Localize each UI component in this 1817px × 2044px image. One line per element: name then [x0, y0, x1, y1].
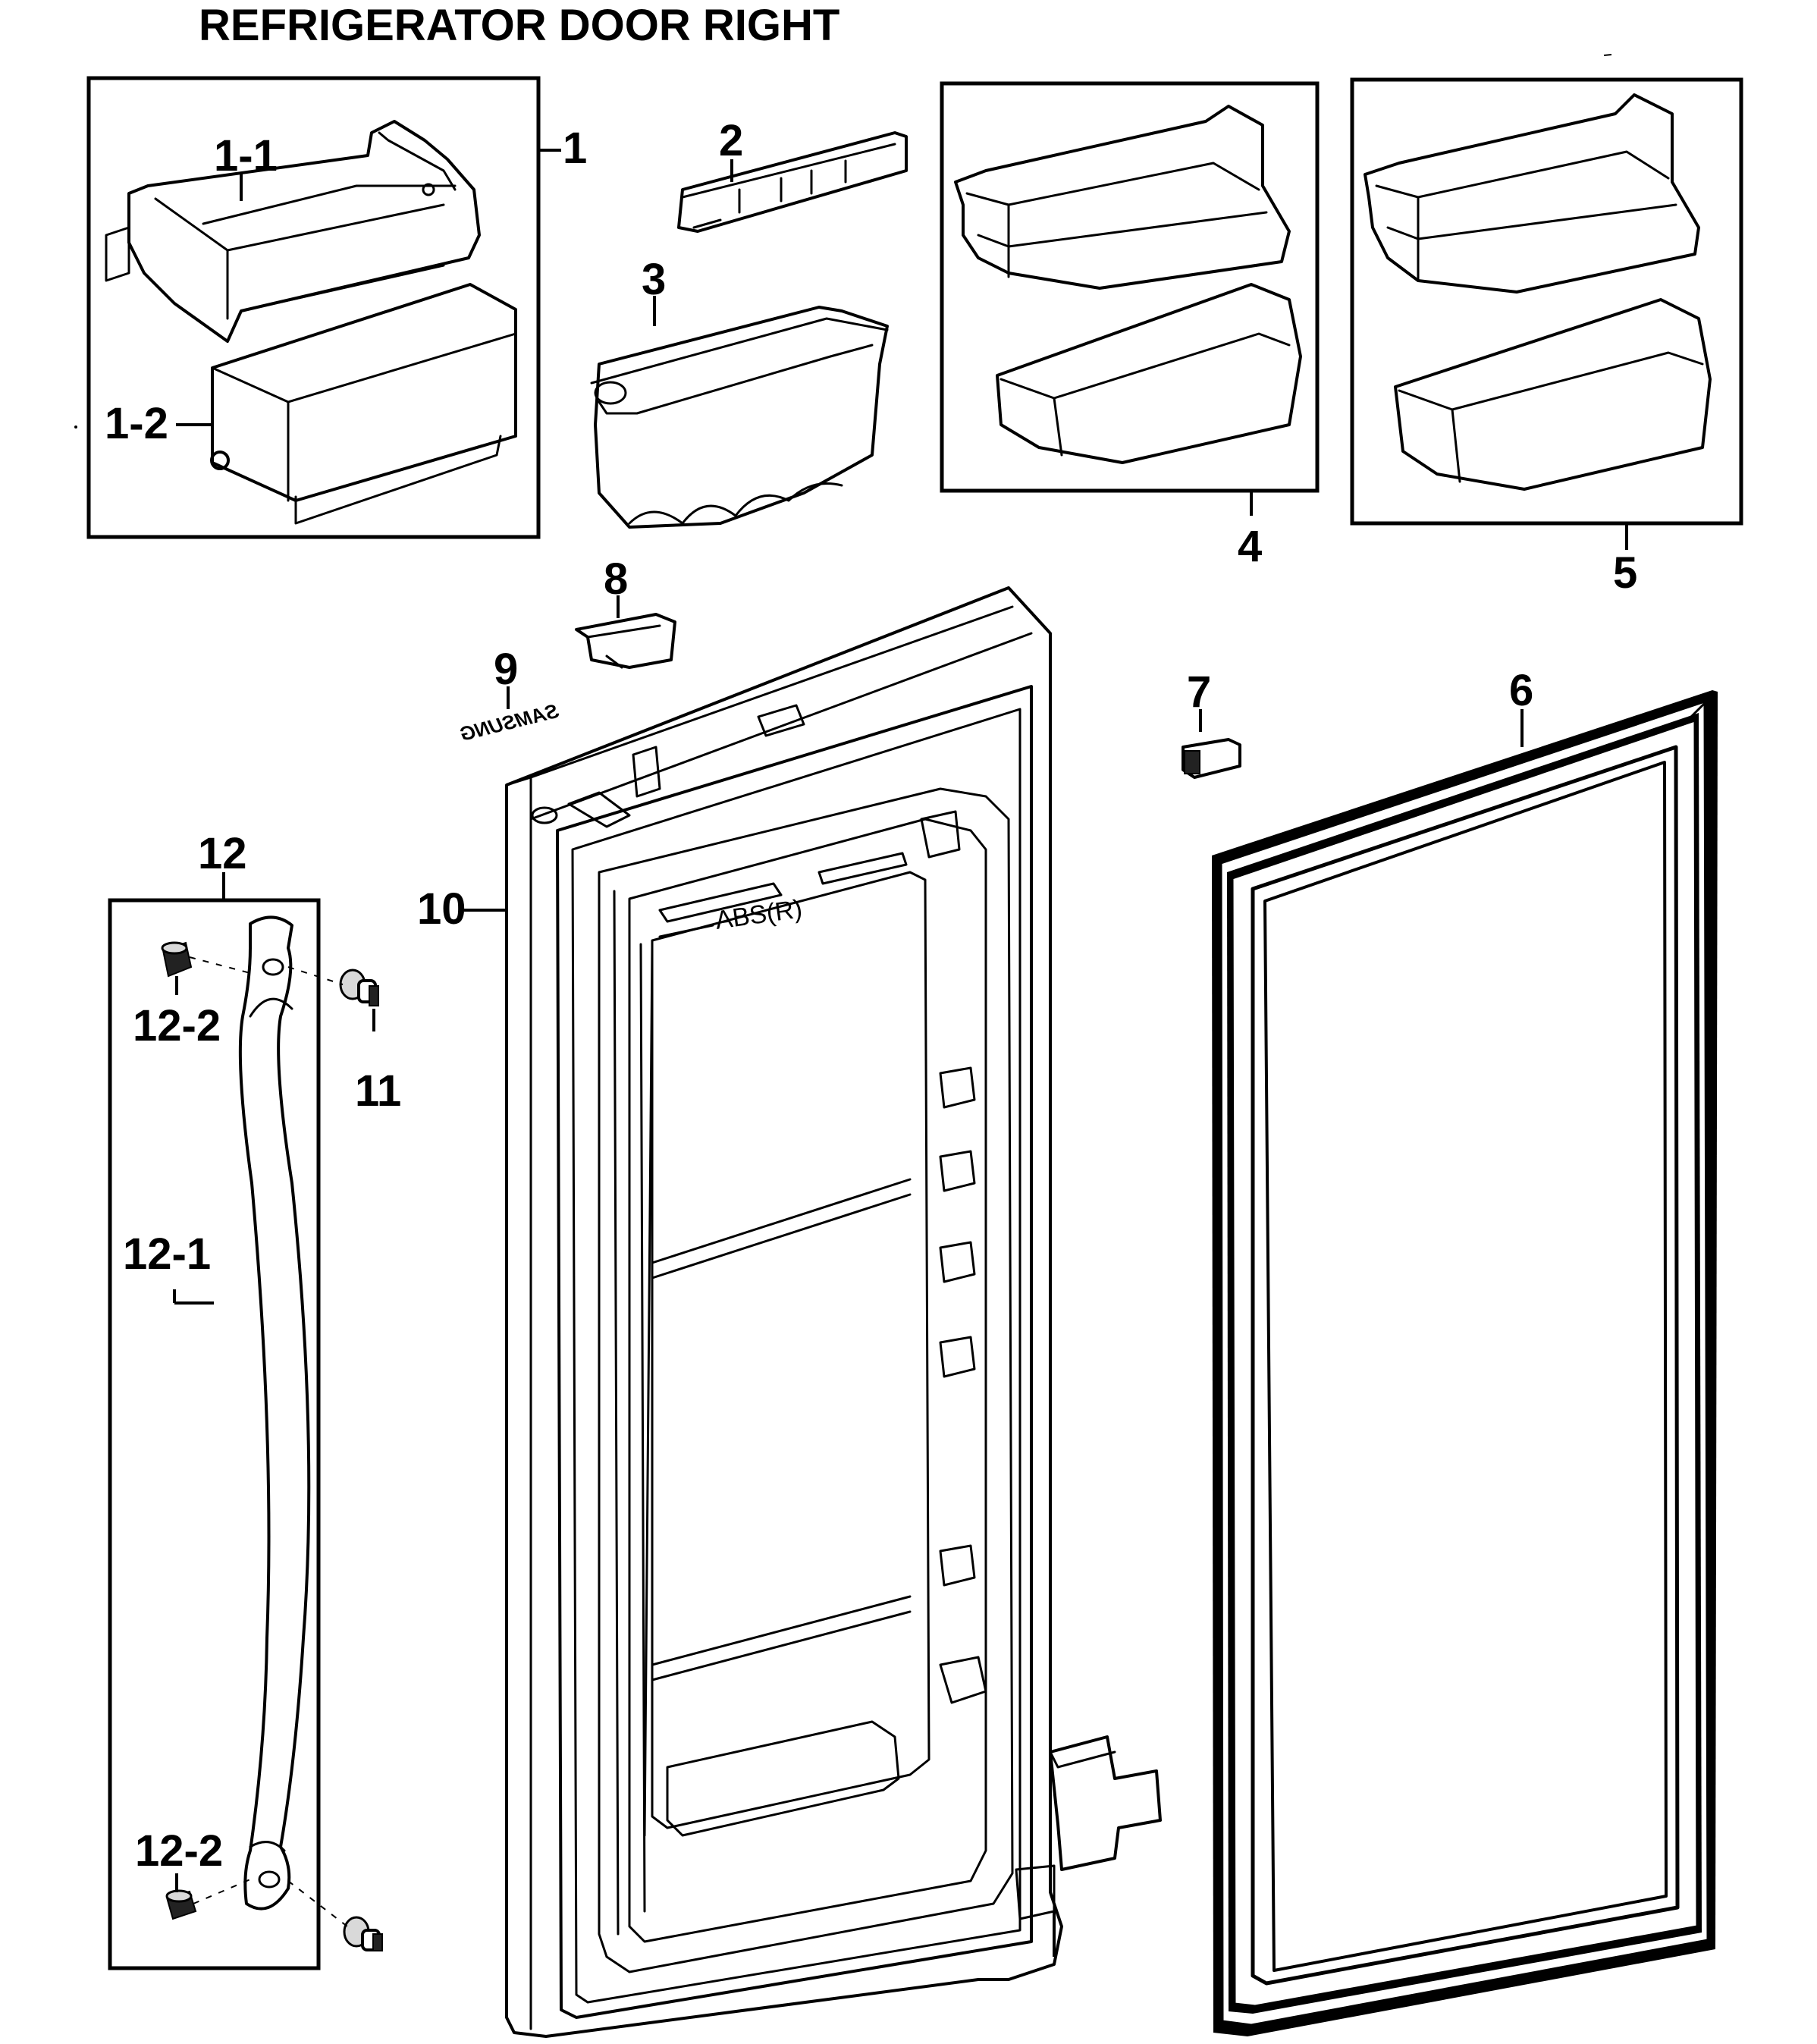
box-part-12	[108, 898, 321, 1970]
callout-12-2-bottom: 12-2	[135, 1826, 223, 1876]
box-part-1	[86, 76, 541, 539]
callout-12-1: 12-1	[123, 1229, 211, 1279]
part-1-1-bin	[105, 120, 481, 343]
part-12-2-screw-bottom	[165, 1889, 197, 1920]
callout-4: 4	[1238, 522, 1262, 571]
part-1-2-cover	[210, 283, 517, 525]
part-8-bracket	[575, 613, 676, 669]
callout-7: 7	[1187, 667, 1211, 717]
callout-2: 2	[719, 116, 743, 165]
part-10-door: ABS(R)	[505, 586, 1162, 2038]
callout-8: 8	[604, 554, 628, 604]
callout-6: 6	[1509, 666, 1533, 715]
callout-3: 3	[642, 255, 666, 304]
callout-1-1: 1-1	[214, 131, 278, 181]
part-3-bin	[590, 306, 889, 529]
callout-10: 10	[417, 884, 466, 934]
part-11-spacer-bottom	[343, 1916, 383, 1951]
part-12-1-handle	[238, 915, 311, 1911]
callout-1-2: 1-2	[105, 399, 168, 448]
callout-12-2-top: 12-2	[133, 1001, 221, 1050]
part-7-button	[1182, 738, 1241, 779]
part-5-guard	[1364, 93, 1712, 491]
part-2-cover	[677, 131, 908, 233]
part-6-gasket	[1212, 690, 1718, 2036]
callout-1: 1	[563, 124, 587, 173]
callout-5: 5	[1613, 548, 1637, 598]
callout-12: 12	[198, 829, 247, 878]
box-part-5	[1350, 77, 1743, 526]
part-11-spacer-top	[339, 969, 379, 1006]
box-part-4	[940, 81, 1320, 493]
callout-11: 11	[355, 1066, 401, 1116]
diagram-title: REFRIGERATOR DOOR RIGHT	[199, 1, 839, 50]
part-4-guard	[954, 105, 1302, 464]
callout-9: 9	[494, 645, 518, 694]
part-12-2-screw-top	[161, 941, 193, 978]
